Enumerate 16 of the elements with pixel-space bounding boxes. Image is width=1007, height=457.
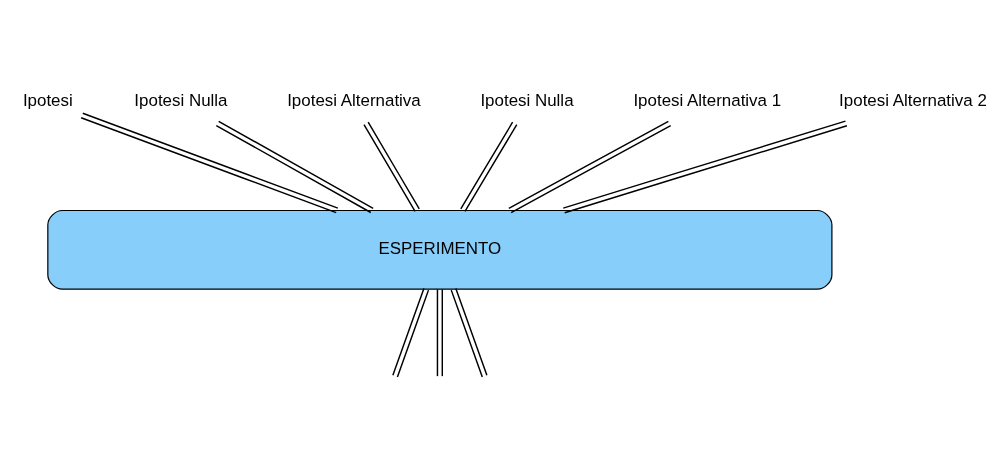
connector [215,120,374,214]
connector [362,121,420,213]
connector [562,120,848,214]
node-text: Ipotesi Nulla [479,91,574,111]
node-text: Ipotesi Alternativa [286,91,421,111]
node-text: Ipotesi Alternativa 1 [632,91,781,111]
connector [450,287,488,378]
connector [459,121,517,213]
connector [507,120,671,214]
connector [436,288,443,377]
connector [391,287,429,378]
node-text: Ipotesi Alternativa 2 [838,91,987,111]
connector [79,112,339,214]
node-text: Ipotesi [22,91,73,111]
node-box: ESPERIMENTO [46,209,832,290]
node-text: Ipotesi Nulla [133,91,227,111]
